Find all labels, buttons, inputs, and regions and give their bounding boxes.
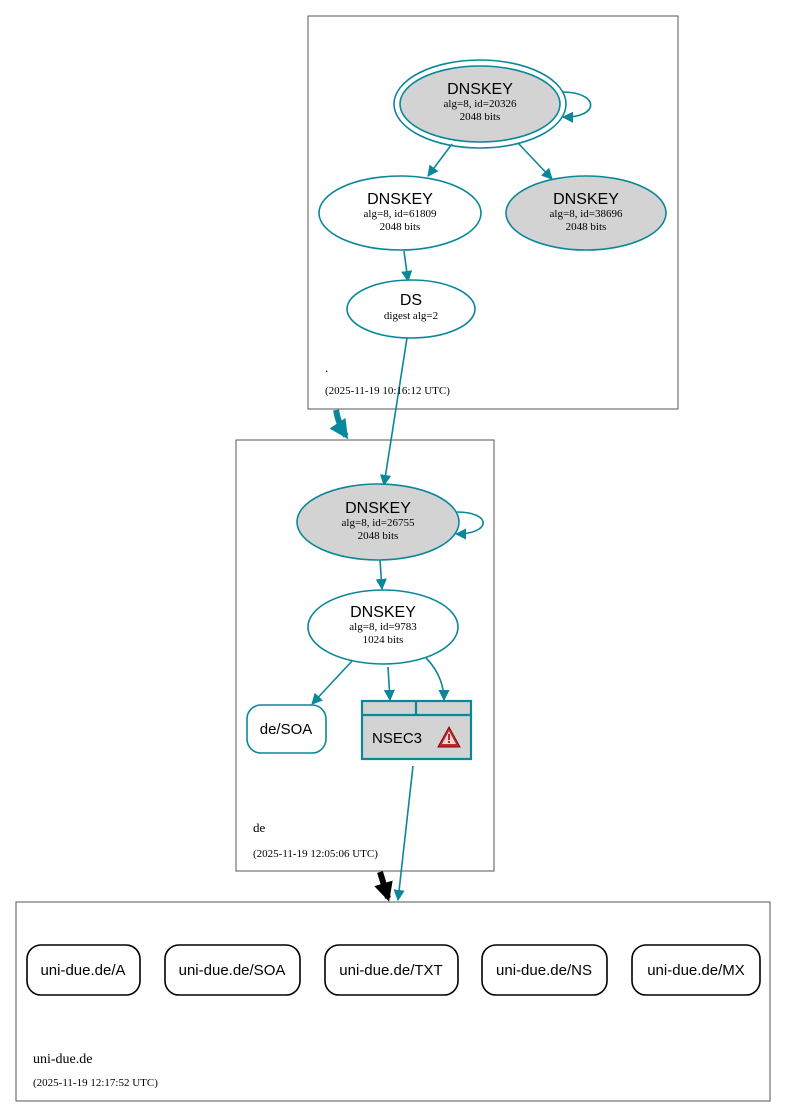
record-txt[interactable]: uni-due.de/TXT bbox=[324, 944, 459, 996]
zone-de-box bbox=[235, 439, 495, 872]
record-soa[interactable]: uni-due.de/SOA bbox=[164, 944, 301, 996]
node-bits: 2048 bits bbox=[358, 530, 399, 542]
node-label: de/SOA bbox=[260, 721, 313, 738]
edge-deksk-dezsk bbox=[375, 559, 387, 591]
node-bits: 2048 bits bbox=[380, 221, 421, 233]
record-label: uni-due.de/MX bbox=[647, 962, 745, 979]
node-detail: digest alg=2 bbox=[384, 310, 438, 322]
node-root-zsk1[interactable]: DNSKEY alg=8, id=61809 2048 bits bbox=[318, 175, 482, 251]
edge-ds-deksk bbox=[380, 337, 408, 487]
record-label: uni-due.de/NS bbox=[496, 962, 592, 979]
node-root-zsk2[interactable]: DNSKEY alg=8, id=38696 2048 bits bbox=[505, 175, 667, 251]
edge-nsec3-unidue bbox=[393, 765, 414, 902]
edge-dezsk-nsec3-b bbox=[425, 657, 450, 702]
node-root-ksk[interactable]: DNSKEY alg=8, id=20326 2048 bits bbox=[393, 59, 567, 149]
edge-ksk-self bbox=[561, 91, 592, 123]
node-bits: 1024 bits bbox=[363, 634, 404, 646]
record-label: uni-due.de/TXT bbox=[339, 962, 442, 979]
node-bits: 2048 bits bbox=[460, 111, 501, 123]
record-ns[interactable]: uni-due.de/NS bbox=[481, 944, 608, 996]
warning-icon bbox=[437, 725, 461, 748]
node-detail: alg=8, id=20326 bbox=[444, 98, 517, 110]
zone-de-timestamp: (2025-11-19 12:05:06 UTC) bbox=[253, 848, 378, 860]
delegation-arrow-de-unidue bbox=[374, 871, 393, 902]
node-type: DNSKEY bbox=[447, 81, 513, 98]
node-de-soa[interactable]: de/SOA bbox=[246, 704, 327, 754]
zone-root-name: . bbox=[325, 360, 328, 375]
record-label: uni-due.de/SOA bbox=[179, 962, 286, 979]
node-type: DNSKEY bbox=[350, 604, 416, 621]
edge-deksk-self bbox=[454, 511, 484, 540]
zone-root-box bbox=[307, 15, 679, 410]
node-detail: alg=8, id=9783 bbox=[349, 621, 417, 633]
node-de-nsec3[interactable]: NSEC3 bbox=[360, 699, 473, 761]
node-type: DNSKEY bbox=[367, 191, 433, 208]
zone-unidue-name: uni-due.de bbox=[33, 1052, 92, 1067]
zone-unidue-box bbox=[15, 901, 771, 1102]
node-detail: alg=8, id=38696 bbox=[550, 208, 623, 220]
node-de-ksk[interactable]: DNSKEY alg=8, id=26755 2048 bits bbox=[296, 483, 460, 561]
node-label: NSEC3 bbox=[372, 730, 422, 747]
delegation-arrow-root-de bbox=[329, 409, 349, 440]
node-bits: 2048 bits bbox=[566, 221, 607, 233]
zone-root-timestamp: (2025-11-19 10:16:12 UTC) bbox=[325, 385, 450, 397]
node-de-zsk[interactable]: DNSKEY alg=8, id=9783 1024 bits bbox=[307, 589, 459, 665]
record-label: uni-due.de/A bbox=[40, 962, 125, 979]
edge-zsk1-ds bbox=[401, 250, 413, 283]
node-type: DNSKEY bbox=[553, 191, 619, 208]
record-a[interactable]: uni-due.de/A bbox=[26, 944, 141, 996]
node-root-ds[interactable]: DS digest alg=2 bbox=[346, 279, 476, 339]
edge-ksk-zsk1 bbox=[427, 143, 453, 177]
edge-dezsk-soa bbox=[311, 660, 353, 705]
node-type: DNSKEY bbox=[345, 500, 411, 517]
edge-ksk-zsk2 bbox=[517, 142, 553, 180]
record-mx[interactable]: uni-due.de/MX bbox=[631, 944, 761, 996]
edge-dezsk-nsec3-a bbox=[383, 666, 395, 702]
node-type: DS bbox=[400, 292, 422, 309]
zone-de-name: de bbox=[253, 820, 266, 835]
zone-unidue-timestamp: (2025-11-19 12:17:52 UTC) bbox=[33, 1077, 158, 1089]
node-detail: alg=8, id=61809 bbox=[364, 208, 437, 220]
node-detail: alg=8, id=26755 bbox=[342, 517, 415, 529]
